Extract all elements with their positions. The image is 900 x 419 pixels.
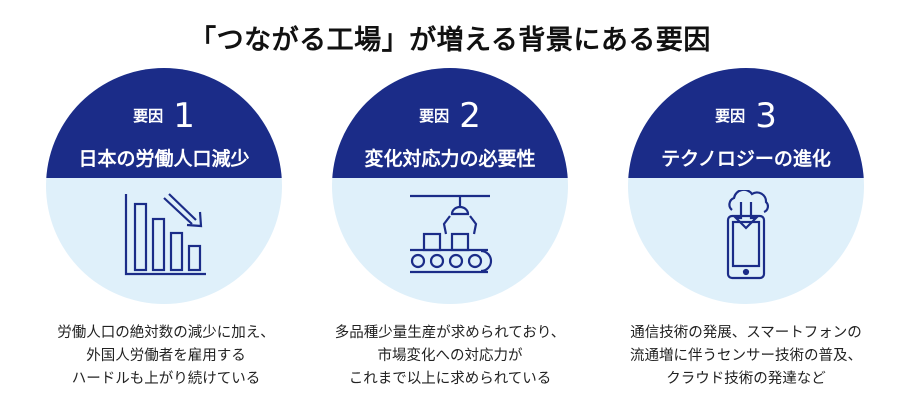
- description-line: 流通増に伴うセンサー技術の普及、: [630, 348, 862, 364]
- factor-3-number: 3: [755, 96, 777, 136]
- factor-1-keyword: 要因: [133, 107, 164, 125]
- page-title: 「つながる工場」が増える背景にある要因: [189, 25, 711, 56]
- factor-2-band: [332, 68, 568, 178]
- factor-1-heading: 日本の労働人口減少: [78, 148, 250, 170]
- factor-2-label: 要因 2: [332, 96, 568, 136]
- factor-2-keyword: 要因: [419, 107, 450, 125]
- factor-2-heading: 変化対応力の必要性: [364, 148, 536, 170]
- factor-3-band: [628, 68, 864, 178]
- description-line: ハードルも上がり続けている: [71, 371, 261, 387]
- factor-3-circle: 要因 3 テクノロジーの進化: [628, 68, 864, 304]
- factor-3-label: 要因 3: [628, 96, 864, 136]
- factor-3-keyword: 要因: [715, 107, 746, 125]
- description-line: 市場変化への対応力が: [377, 348, 523, 364]
- conveyor-robot-arm-icon: [410, 194, 493, 274]
- cloud-download-smartphone-icon: [726, 190, 769, 280]
- factor-1-label: 要因 1: [46, 96, 282, 136]
- factor-1-circle: 要因 1 日本の労働人口減少: [46, 68, 282, 304]
- factor-2-circle: 要因 2 変化対応力の必要性: [332, 68, 568, 304]
- description-line: 多品種少量生産が求められており、: [334, 325, 566, 341]
- description-line: これまで以上に求められている: [348, 371, 552, 387]
- factor-1-band: [46, 68, 282, 178]
- description-line: 外国人労働者を雇用する: [86, 348, 246, 364]
- description-line: 通信技術の発展、スマートフォンの: [630, 325, 862, 341]
- factor-2-description: 多品種少量生産が求められており、 市場変化への対応力が これまで以上に求められて…: [300, 322, 600, 391]
- factor-3-heading: テクノロジーの進化: [661, 148, 831, 170]
- factor-2-number: 2: [459, 96, 481, 136]
- factor-1-number: 1: [173, 96, 195, 136]
- description-line: 労働人口の絶対数の減少に加え、: [57, 325, 275, 341]
- description-line: クラウド技術の発達など: [666, 371, 826, 387]
- declining-bar-chart-icon: [124, 193, 206, 276]
- factor-1-description: 労働人口の絶対数の減少に加え、 外国人労働者を雇用する ハードルも上がり続けてい…: [16, 322, 316, 391]
- factor-3-description: 通信技術の発展、スマートフォンの 流通増に伴うセンサー技術の普及、 クラウド技術…: [596, 322, 896, 391]
